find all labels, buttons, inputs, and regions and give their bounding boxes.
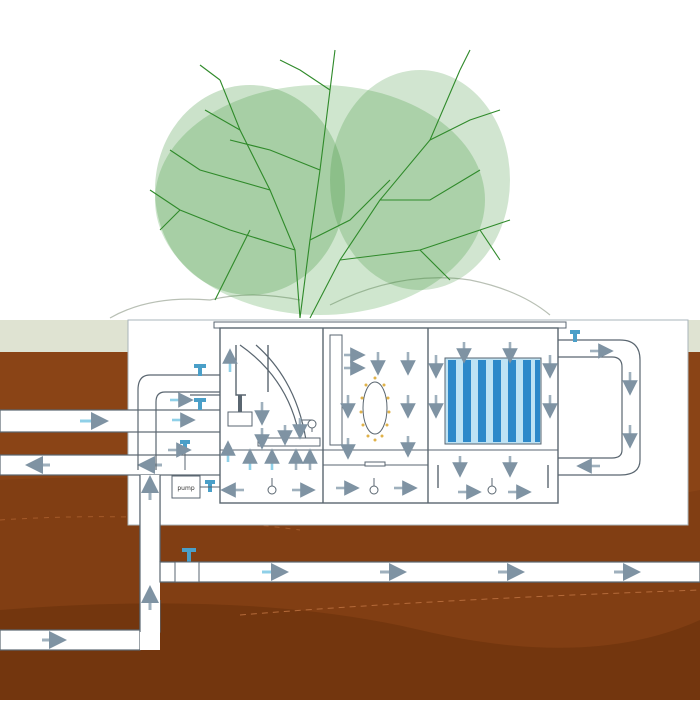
diffuser-icon: [267, 478, 497, 495]
pump-box: pump: [171, 448, 220, 499]
flow-arrows: [168, 342, 638, 500]
return-loop: [558, 330, 641, 476]
pump-label: pump: [177, 485, 194, 492]
tree-icon: [149, 49, 511, 319]
filter-media: [444, 357, 542, 445]
gravel-layer: [0, 320, 700, 352]
mound-right: [329, 277, 551, 316]
valve-icon: [174, 548, 200, 583]
mound-left: [109, 294, 301, 319]
recirculation-pipe: [137, 374, 220, 470]
sky: [0, 0, 700, 320]
aeration-chamber: [329, 334, 391, 467]
discharge-pipe: [0, 475, 700, 651]
outlet-pipe-left: [0, 454, 231, 476]
inlet-pipe: [0, 409, 231, 433]
